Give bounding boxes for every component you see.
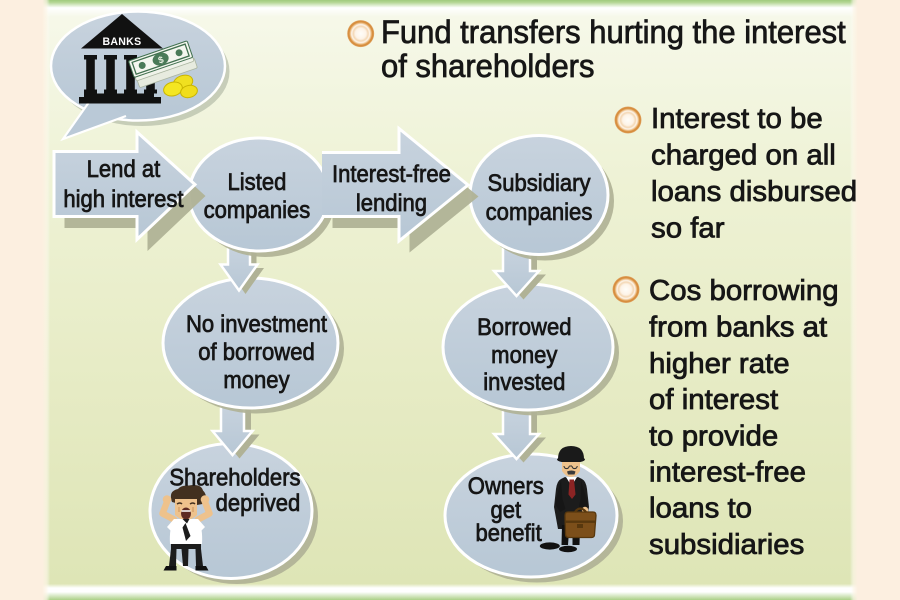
svg-text:Fund transfers hurting the int: Fund transfers hurting the interest [381,14,846,51]
svg-text:of borrowed: of borrowed [198,338,315,365]
svg-text:charged on all: charged on all [651,140,836,172]
svg-text:Borrowed: Borrowed [477,313,571,340]
svg-text:No investment: No investment [186,310,328,337]
svg-text:money: money [223,366,290,393]
svg-text:companies: companies [486,198,593,225]
svg-text:Interest to be: Interest to be [651,103,823,135]
svg-text:Lend at: Lend at [87,155,161,182]
svg-text:to provide: to provide [649,421,778,453]
svg-text:BANKS: BANKS [102,36,141,48]
svg-text:high interest: high interest [63,185,184,212]
svg-text:deprived: deprived [216,489,301,516]
svg-text:of shareholders: of shareholders [381,48,594,85]
svg-text:Subsidiary: Subsidiary [488,169,591,196]
svg-text:invested: invested [483,368,565,395]
svg-text:money: money [491,341,558,368]
svg-text:loans disbursed: loans disbursed [651,176,857,208]
svg-text:companies: companies [204,196,311,223]
svg-text:so far: so far [651,213,725,245]
svg-text:higher rate: higher rate [649,348,790,380]
svg-text:loans to: loans to [649,493,752,525]
svg-text:interest-free: interest-free [649,457,806,489]
svg-text:Listed: Listed [228,168,287,195]
svg-text:of interest: of interest [649,384,778,416]
svg-text:Owners: Owners [468,472,544,499]
svg-text:benefit: benefit [475,519,542,546]
svg-text:Shareholders: Shareholders [169,464,300,491]
svg-text:Cos borrowing: Cos borrowing [649,275,839,307]
svg-text:get: get [490,496,521,523]
svg-text:$: $ [157,54,166,66]
svg-text:subsidiaries: subsidiaries [649,529,804,561]
svg-text:from banks at: from banks at [649,312,827,344]
svg-text:Interest-free: Interest-free [332,160,451,187]
svg-text:lending: lending [356,189,427,216]
